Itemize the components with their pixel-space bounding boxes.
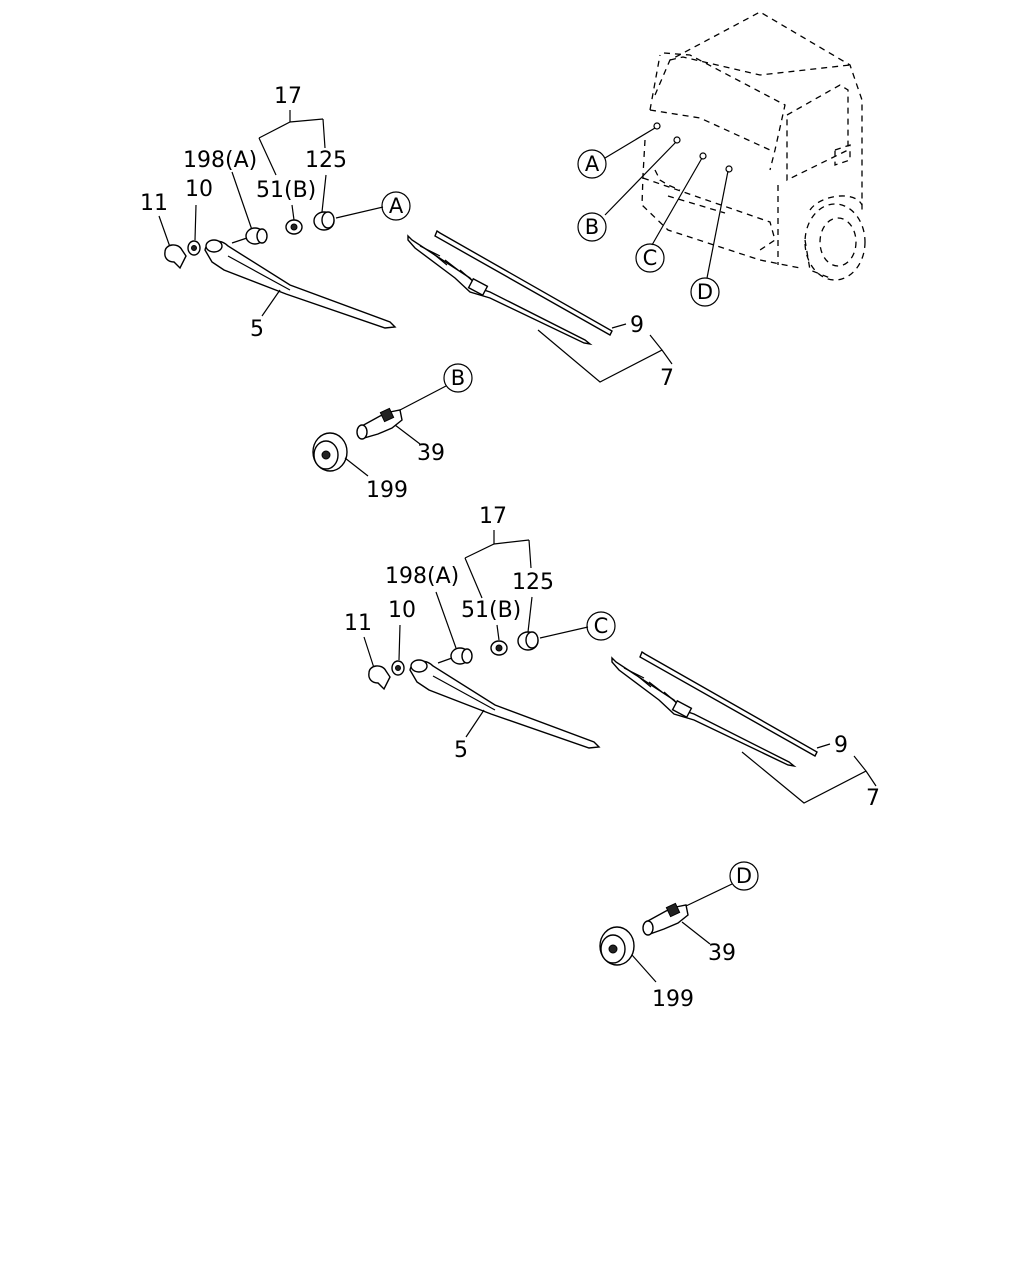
lower-wiper-assembly: 17 198(A) 51(B) 125 11 10 C 5 9 <box>344 504 880 1012</box>
label-9-upper: 9 <box>630 313 644 338</box>
label-39-lower: 39 <box>708 941 736 966</box>
label-11-lower: 11 <box>344 611 372 636</box>
callout-c-cab: C <box>643 246 658 270</box>
label-9-lower: 9 <box>834 733 848 758</box>
label-7-upper: 7 <box>660 366 674 391</box>
label-11-upper: 11 <box>140 191 168 216</box>
label-199-lower: 199 <box>652 987 694 1012</box>
label-39-upper: 39 <box>417 441 445 466</box>
callout-d-cab: D <box>697 280 713 304</box>
label-10-lower: 10 <box>388 598 416 623</box>
label-199-upper: 199 <box>366 478 408 503</box>
label-51-lower: 51(B) <box>461 598 521 623</box>
upper-wiper-assembly: 17 198(A) 51(B) 125 11 10 A 5 <box>140 84 674 503</box>
label-7-lower: 7 <box>866 786 880 811</box>
label-17-upper: 17 <box>274 84 302 109</box>
callout-d-lower: D <box>736 864 752 888</box>
label-51-upper: 51(B) <box>256 178 316 203</box>
callout-c-lower: C <box>594 614 609 638</box>
label-5-lower: 5 <box>454 738 468 763</box>
label-10-upper: 10 <box>185 177 213 202</box>
callout-a-cab: A <box>585 152 600 176</box>
callout-b-upper: B <box>451 366 465 390</box>
label-125-lower: 125 <box>512 570 554 595</box>
callout-a-upper: A <box>389 194 404 218</box>
label-17-lower: 17 <box>479 504 507 529</box>
label-125-upper: 125 <box>305 148 347 173</box>
label-5-upper: 5 <box>250 317 264 342</box>
callout-b-cab: B <box>585 215 599 239</box>
label-198-lower: 198(A) <box>385 564 459 589</box>
label-198-upper: 198(A) <box>183 148 257 173</box>
truck-cab-illustration: A B C D <box>577 11 866 307</box>
